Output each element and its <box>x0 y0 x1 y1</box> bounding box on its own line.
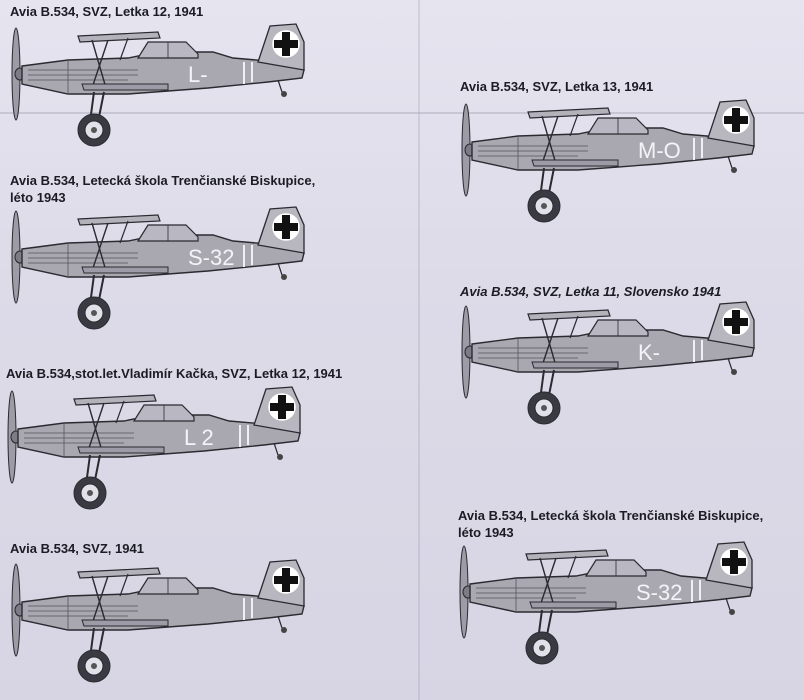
caption-3: Avia B.534,stot.let.Vladimír Kačka, SVZ,… <box>6 366 343 381</box>
aircraft-profile-2: S-32 <box>8 205 308 335</box>
upper-wing <box>527 309 611 321</box>
caption-4: Avia B.534, SVZ, 1941 <box>10 541 144 556</box>
caption-6: Avia B.534, SVZ, Letka 11, Slovensko 194… <box>460 284 722 299</box>
paper-fold-horizontal <box>0 112 804 114</box>
caption-2: Avia B.534, Letecká škola Trenčianské Bi… <box>10 173 316 205</box>
upper-wing <box>77 214 161 226</box>
aircraft-code: K- <box>638 340 660 365</box>
caption-7: Avia B.534, Letecká škola Trenčianské Bi… <box>458 508 764 540</box>
cross-insignia <box>271 29 301 59</box>
upper-wing <box>77 31 161 43</box>
aircraft-profile-3: L 2 <box>4 385 304 515</box>
lower-wing <box>531 361 619 369</box>
aircraft-profile-1: L- <box>8 22 308 152</box>
aircraft-profile-4 <box>8 558 308 688</box>
aircraft-profile-6: K- <box>458 300 758 430</box>
aircraft-code: S-32 <box>636 580 682 605</box>
paper-fold-vertical <box>418 0 420 700</box>
lower-wing <box>81 266 169 274</box>
aircraft-code: L 2 <box>184 425 214 450</box>
upper-wing <box>77 567 161 579</box>
caption-5: Avia B.534, SVZ, Letka 13, 1941 <box>460 79 654 94</box>
lower-wing <box>531 159 619 167</box>
aircraft-code: M-O <box>638 138 681 163</box>
upper-wing <box>527 107 611 119</box>
aircraft-profile-5: M-O <box>458 98 758 228</box>
cross-insignia <box>719 547 749 577</box>
lower-wing <box>529 601 617 609</box>
lower-wing <box>81 619 169 627</box>
aircraft-code: S-32 <box>188 245 234 270</box>
cross-insignia <box>271 212 301 242</box>
upper-wing <box>73 394 157 406</box>
lower-wing <box>81 83 169 91</box>
cross-insignia <box>271 565 301 595</box>
cross-insignia <box>721 307 751 337</box>
cross-insignia <box>267 392 297 422</box>
caption-1: Avia B.534, SVZ, Letka 12, 1941 <box>10 4 204 19</box>
upper-wing <box>525 549 609 561</box>
lower-wing <box>77 446 165 454</box>
cross-insignia <box>721 105 751 135</box>
aircraft-code: L- <box>188 62 208 87</box>
aircraft-profile-7: S-32 <box>456 540 756 670</box>
